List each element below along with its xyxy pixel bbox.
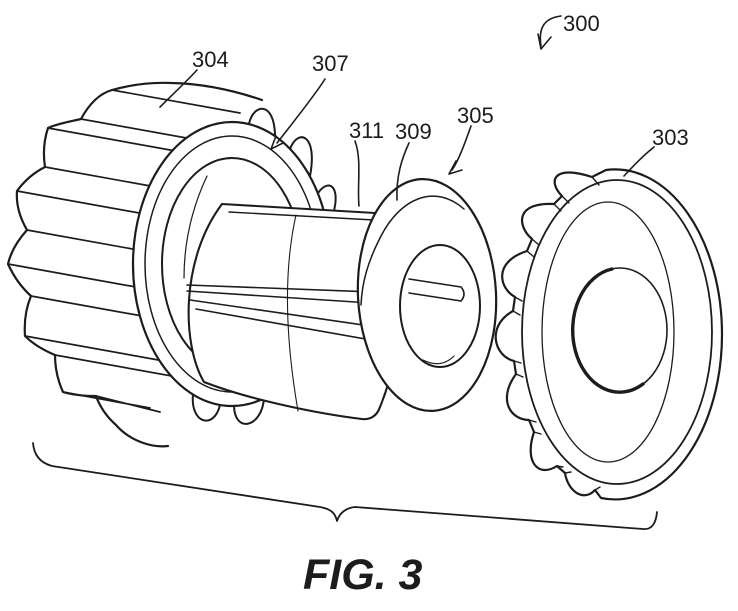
arrowhead-307 [270,135,284,150]
arrowhead-305 [448,160,463,175]
disc-rim-band-arc [360,195,465,306]
disc-keyway-slot-lines [408,278,465,302]
wheel-scalloped-silhouette [494,168,724,501]
leader-line-311 [354,140,360,207]
collet-slit-lines [186,284,402,345]
wheel-scallop-notch-ticks [512,176,601,491]
flange-disc-group [356,178,498,412]
leader-line-305 [451,125,472,171]
leader-line-307 [276,78,326,144]
wheel-recess-ring-ellipse [541,201,675,463]
leader-line-309 [396,142,410,201]
right-wheel-group [494,168,724,501]
figure-caption: FIG. 3 [303,551,423,599]
ref-label-309: 309 [395,119,432,144]
leader-line-304 [159,69,198,108]
ref-label-307: 307 [312,51,349,76]
collet-group [186,202,403,421]
ref-label-305: 305 [457,103,494,128]
ref-label-300: 300 [563,11,600,36]
leader-line-300 [539,15,562,47]
arrowhead-300 [537,33,552,50]
ref-label-304: 304 [192,47,229,72]
wheel-face-ellipse [521,179,713,485]
leader-lines-group [159,15,655,207]
labels-group: 300 304 307 311 309 305 303 [192,11,689,150]
knob-rib-lines [7,89,241,413]
disc-hole-bottom-arc [422,355,455,365]
collet-contour-line [286,214,299,412]
wheel-hole-shaded-arc [571,267,645,394]
collet-top-chamfer-line [228,211,375,221]
ref-label-311: 311 [349,118,384,143]
ref-label-303: 303 [652,125,689,150]
assembly-underbrace [32,442,658,530]
leader-line-303 [623,146,655,177]
disc-center-hole-ellipse [399,244,481,368]
